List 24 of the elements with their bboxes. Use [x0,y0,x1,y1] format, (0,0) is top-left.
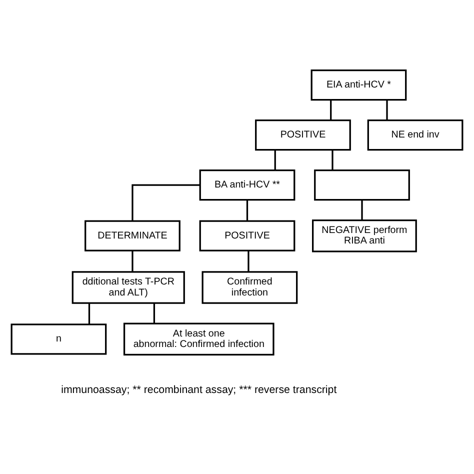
node-box: DETERMINATE [84,220,180,251]
node-box: BA anti-HCV ** [199,168,296,200]
connector [386,100,388,120]
connector [246,200,248,220]
connector [274,150,276,170]
node-box: dditional tests T-PCR and ALT) [72,270,185,304]
connector [153,302,156,323]
node-box: n [10,323,107,354]
node-box: POSITIVE [255,118,351,150]
connector [330,100,332,120]
connector [132,250,134,272]
label: immunoassay; ** recombinant assay; *** reverse transcript [61,383,337,396]
node-box: NEGATIVE perform RIBA anti [312,218,417,252]
connector [132,184,200,220]
node-box: Confirmed infection [202,270,298,304]
node-box: NE end inv [367,118,464,150]
connector [332,150,334,170]
node-box [314,168,410,200]
node-box: EIA anti-HCV * [310,68,407,100]
connector [361,200,363,220]
connector [248,250,250,272]
node-box: At least one abnormal: Confirmed infection [123,322,274,356]
node-box: POSITIVE [199,220,296,251]
connector [88,302,90,324]
